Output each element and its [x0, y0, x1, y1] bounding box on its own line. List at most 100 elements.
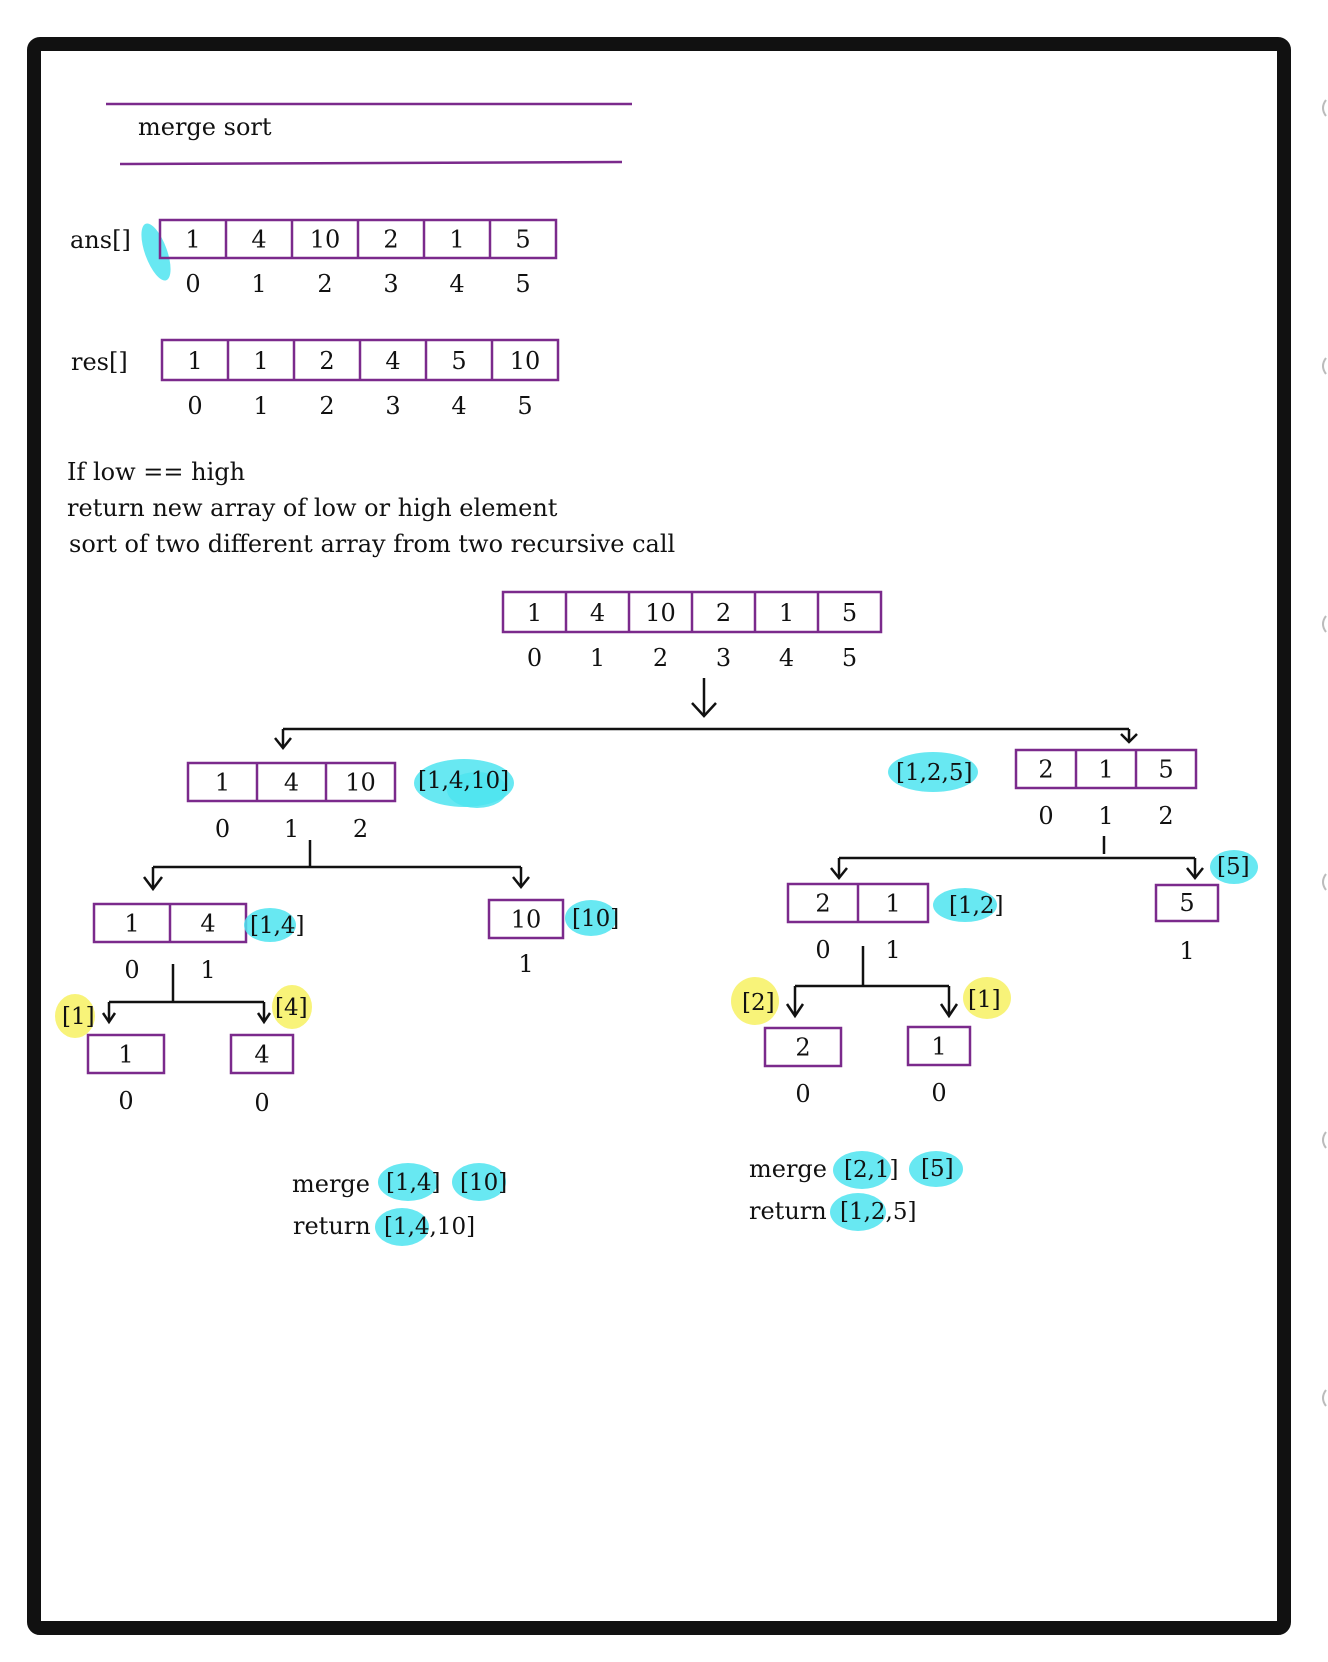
result-ll-right: [4] — [275, 995, 308, 1021]
tree-rl-left-array: 20 — [763, 1026, 843, 1108]
cell-index: 1 — [251, 270, 266, 298]
cell-index: 2 — [319, 392, 334, 420]
cell-value: 4 — [385, 347, 400, 375]
array-outline — [487, 898, 565, 940]
cell-index: 4 — [449, 270, 464, 298]
merge-left-a: [1,4] — [386, 1170, 441, 1196]
result-labels: [1,4,10] [1,2,5] [1,4] [10] [1,2] [5] [1… — [55, 752, 1258, 1038]
array-outline — [906, 1025, 972, 1067]
cell-index: 0 — [815, 936, 830, 964]
return-right-result: [1,2,5] — [840, 1199, 916, 1225]
cell-index: 5 — [515, 270, 530, 298]
cell-index: 1 — [253, 392, 268, 420]
cell-index: 5 — [517, 392, 532, 420]
result-left-left: [1,4] — [250, 913, 305, 939]
cell-index: 1 — [590, 644, 605, 672]
edge-marks — [1322, 99, 1327, 1407]
array-outline — [1014, 748, 1198, 790]
array-outline — [186, 761, 397, 803]
cell-index: 2 — [317, 270, 332, 298]
result-rl-left: [2] — [742, 990, 775, 1016]
cell-value: 4 — [284, 768, 299, 796]
cell-index: 2 — [1158, 802, 1173, 830]
array-outline — [86, 1033, 166, 1075]
cell-index: 0 — [931, 1079, 946, 1107]
array-outline — [1154, 883, 1220, 923]
cell-value: 1 — [253, 347, 268, 375]
ans-marker-highlight — [141, 223, 171, 281]
array-outline — [763, 1026, 843, 1068]
cell-index: 3 — [716, 644, 731, 672]
cell-index: 0 — [795, 1080, 810, 1108]
array-outline — [229, 1033, 295, 1075]
ans-label: ans[] — [70, 226, 131, 254]
cell-value: 1 — [118, 1040, 133, 1068]
page-title: merge sort — [138, 113, 272, 141]
tree-ll-right-array: 40 — [229, 1033, 295, 1117]
tree-left-right-array: 101 — [487, 898, 565, 978]
return-left-label: return — [293, 1212, 371, 1240]
cell-value: 10 — [310, 225, 341, 253]
return-left-result: [1,4,10] — [384, 1214, 475, 1240]
cell-index: 1 — [885, 936, 900, 964]
res-label: res[] — [71, 348, 128, 376]
tree-ll-left-array: 10 — [86, 1033, 166, 1115]
merge-left-b: [10] — [460, 1170, 507, 1196]
tree-connectors — [101, 678, 1204, 1025]
cell-index: 4 — [779, 644, 794, 672]
merge-right-a: [2,1] — [844, 1157, 899, 1183]
tree-right-right-array: 51 — [1154, 883, 1220, 965]
cell-index: 2 — [653, 644, 668, 672]
merge-note-left: merge [1,4] [10] return [1,4,10] — [292, 1163, 507, 1246]
merge-right-label: merge — [749, 1155, 827, 1183]
cell-index: 0 — [215, 815, 230, 843]
cell-value: 1 — [185, 225, 200, 253]
cell-index: 1 — [284, 815, 299, 843]
result-right-right: [5] — [1217, 854, 1250, 880]
cell-value: 1 — [527, 599, 542, 627]
result-rl-right: [1] — [968, 987, 1001, 1013]
cell-index: 1 — [1179, 937, 1194, 965]
cell-value: 1 — [779, 599, 794, 627]
cell-value: 10 — [645, 599, 676, 627]
cell-index: 3 — [383, 270, 398, 298]
cell-index: 5 — [842, 644, 857, 672]
cell-index: 0 — [254, 1089, 269, 1117]
result-ll-left: [1] — [62, 1004, 95, 1030]
cell-index: 0 — [124, 956, 139, 984]
cell-value: 5 — [842, 599, 857, 627]
cell-value: 4 — [254, 1040, 269, 1068]
cell-index: 0 — [118, 1087, 133, 1115]
cell-index: 4 — [451, 392, 466, 420]
note-line-3: sort of two different array from two rec… — [69, 530, 675, 558]
cell-value: 5 — [451, 347, 466, 375]
result-right-left: [1,2] — [949, 893, 1004, 919]
merge-right-b: [5] — [921, 1156, 954, 1182]
cell-value: 10 — [510, 347, 541, 375]
result-left: [1,4,10] — [418, 768, 509, 794]
cell-value: 4 — [251, 225, 266, 253]
cell-value: 1 — [1098, 755, 1113, 783]
cell-value: 2 — [1038, 755, 1053, 783]
cell-index: 2 — [353, 815, 368, 843]
cell-value: 10 — [345, 768, 376, 796]
title-underline-bottom — [119, 160, 623, 166]
cell-value: 2 — [795, 1033, 810, 1061]
cell-index: 0 — [185, 270, 200, 298]
cell-value: 2 — [815, 889, 830, 917]
cell-value: 10 — [511, 905, 542, 933]
cell-value: 1 — [449, 225, 464, 253]
return-right-label: return — [749, 1197, 827, 1225]
cell-value: 5 — [1158, 755, 1173, 783]
cell-value: 5 — [1179, 889, 1194, 917]
cell-value: 2 — [319, 347, 334, 375]
merge-left-label: merge — [292, 1170, 370, 1198]
cell-index: 3 — [385, 392, 400, 420]
cell-value: 2 — [383, 225, 398, 253]
